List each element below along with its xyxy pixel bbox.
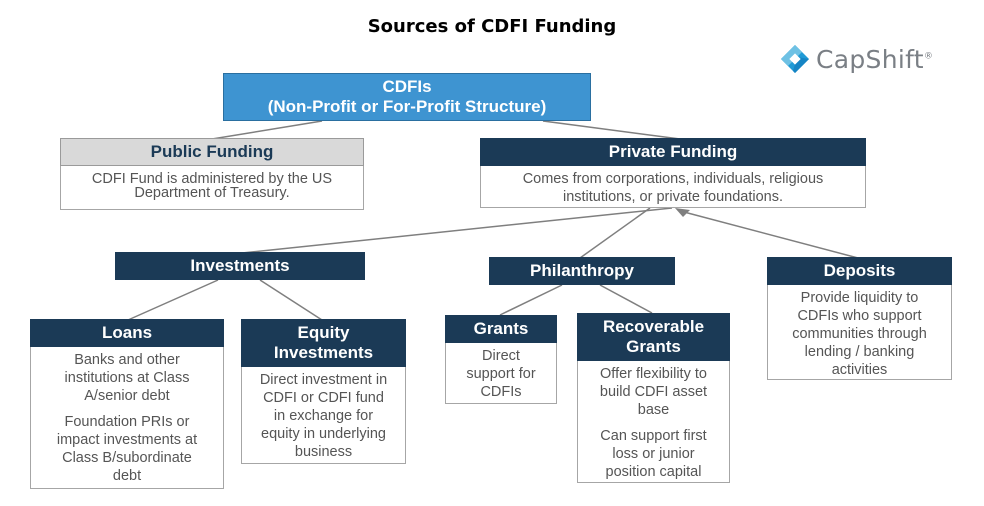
- philanthropy-header: Philanthropy: [489, 257, 675, 285]
- cdfis-subtitle: (Non-Profit or For-Profit Structure): [267, 97, 547, 116]
- grants-header: Grants: [445, 315, 557, 343]
- capshift-logo: CapShift®: [780, 42, 933, 76]
- recoverable-grants-header: Recoverable Grants: [577, 313, 730, 361]
- capshift-logo-icon: [781, 45, 809, 73]
- private-funding-desc: Comes from corporations, individuals, re…: [480, 166, 866, 208]
- public-funding-desc: CDFI Fund is administered by the US: [60, 166, 364, 210]
- private-funding-header: Private Funding: [480, 138, 866, 166]
- investments-header: Investments: [115, 252, 365, 280]
- deposits-header: Deposits: [767, 257, 952, 285]
- cdfis-box: CDFIs (Non-Profit or For-Profit Structur…: [223, 73, 591, 121]
- cdfis-title: CDFIs: [382, 77, 432, 96]
- loans-header: Loans: [30, 319, 224, 347]
- capshift-logo-text: CapShift®: [816, 44, 934, 74]
- public-funding-desc-2: Department of Treasury.: [134, 185, 290, 201]
- page-title: Sources of CDFI Funding: [367, 16, 617, 37]
- public-funding-header: Public Funding: [60, 138, 364, 166]
- equity-investments-header: Equity Investments: [241, 319, 406, 367]
